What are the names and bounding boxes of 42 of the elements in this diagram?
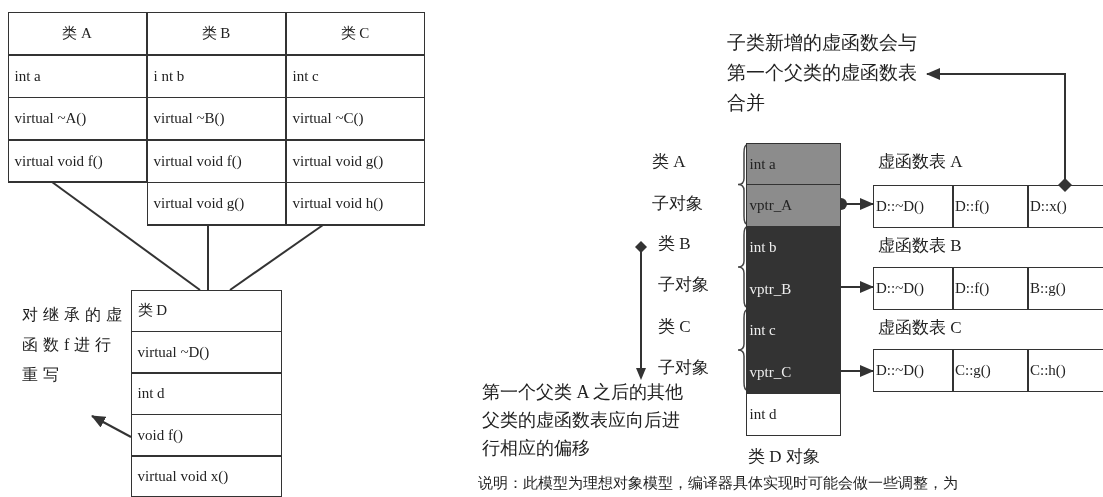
arrow	[840, 365, 874, 377]
connector-line	[229, 224, 324, 291]
table-cell: B::g()	[1027, 267, 1103, 310]
arrow	[840, 281, 874, 293]
object-layout	[746, 143, 841, 435]
brace-label: 子对象	[658, 274, 709, 296]
class-table	[286, 12, 425, 225]
memory-cell: int a	[745, 142, 841, 186]
table-cell: D::~D()	[873, 349, 954, 392]
class-table	[147, 12, 286, 225]
memory-cell: int b	[745, 225, 841, 270]
memory-cell: vptr_A	[745, 184, 841, 228]
brace-label: 子对象	[652, 193, 703, 215]
table-heading: 虚函数表 A	[878, 151, 963, 173]
note-text: 第一个父类 A 之后的其他父类的虚函数表应向后进行相应的偏移	[482, 378, 692, 468]
caption-text: 说明：此模型为理想对象模型，编译器具体实现时可能会做一些调整，为	[478, 474, 958, 493]
arrow	[926, 68, 1072, 192]
table-cell: D::~D()	[873, 185, 954, 228]
class-table	[8, 12, 147, 182]
object-caption: 类 D 对象	[748, 446, 820, 468]
table-cell: C::g()	[952, 349, 1029, 392]
brace-label: 类 A	[652, 151, 686, 173]
connector-line	[51, 181, 201, 291]
note-text: 子类新增的虚函数会与第一个父类的虚函数表合并	[727, 28, 927, 120]
memory-cell: int c	[745, 309, 841, 353]
table-heading: 虚函数表 B	[878, 235, 962, 257]
connector-line	[207, 224, 209, 291]
table-cell: D::x()	[1027, 185, 1103, 228]
brace-label: 类 C	[658, 316, 691, 338]
table-cell: C::h()	[1027, 349, 1103, 392]
member-cell: virtual void f()	[7, 139, 147, 183]
table-cell: D::f()	[952, 185, 1029, 228]
brace-label: 子对象	[658, 357, 709, 379]
memory-cell: vptr_C	[745, 351, 841, 395]
table-cell: D::f()	[952, 267, 1029, 310]
table-heading: 虚函数表 C	[878, 317, 962, 339]
memory-cell: vptr_B	[745, 267, 841, 311]
brace-label: 类 B	[658, 233, 691, 255]
arrow	[91, 415, 132, 438]
table-cell: D::~D()	[873, 267, 954, 310]
class-table	[131, 290, 282, 497]
note-text: 对继承的虚函数f进行重写	[22, 300, 128, 416]
